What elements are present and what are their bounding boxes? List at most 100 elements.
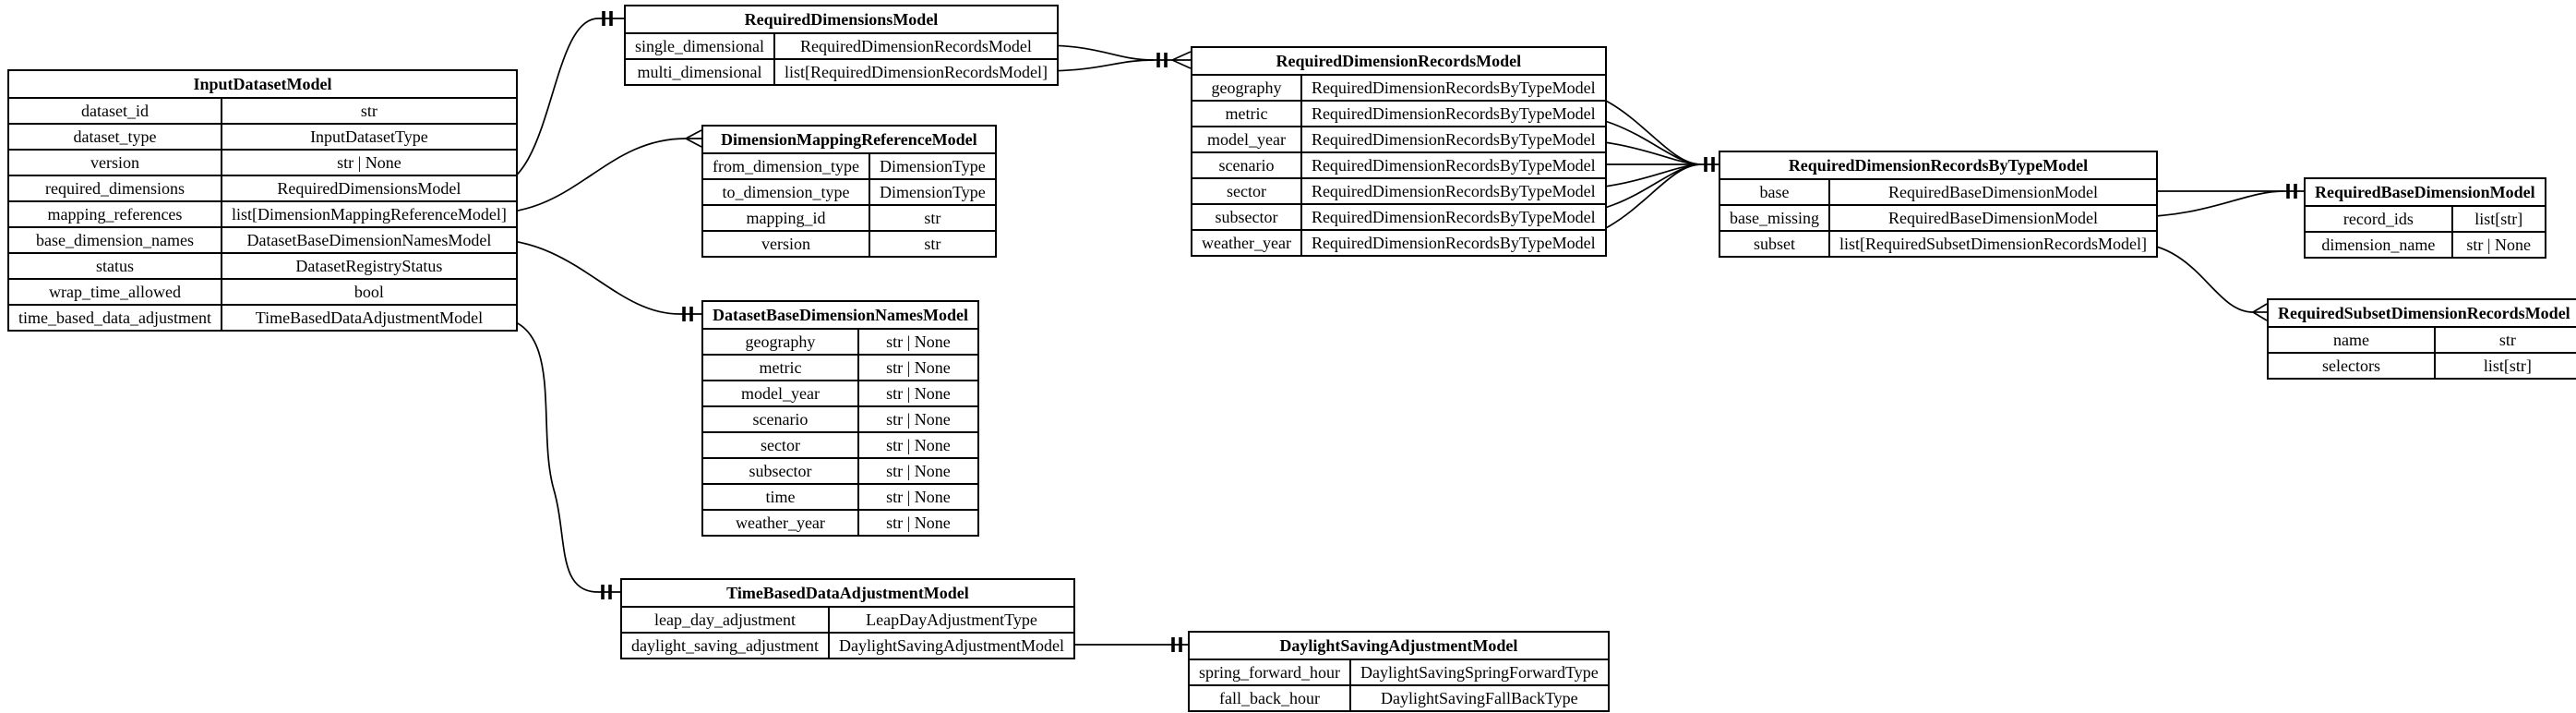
field-type-cell: DimensionType xyxy=(868,178,997,206)
entity-title: DatasetBaseDimensionNamesModel xyxy=(701,300,979,330)
field-name-cell: selectors xyxy=(2266,352,2437,380)
field-name-cell: to_dimension_type xyxy=(701,178,870,206)
edge-time-based-data-adjustment xyxy=(489,316,620,599)
field-type-cell: TimeBasedDataAdjustmentModel xyxy=(220,304,518,332)
field-type-cell: LeapDayAdjustmentType xyxy=(827,606,1075,634)
entity-title: TimeBasedDataAdjustmentModel xyxy=(620,578,1075,608)
field-type-cell: RequiredDimensionRecordsModel xyxy=(773,32,1059,60)
field-name-cell: base_dimension_names xyxy=(7,226,222,254)
entity-required-dimension-records-by-type-model: RequiredDimensionRecordsByTypeModel base… xyxy=(1719,151,2158,258)
field-type-cell: list[RequiredDimensionRecordsModel] xyxy=(773,58,1059,86)
field-name-cell: daylight_saving_adjustment xyxy=(620,632,830,659)
entity-required-dimensions-model: RequiredDimensionsModel single_dimension… xyxy=(624,5,1059,86)
field-type-cell: RequiredDimensionRecordsByTypeModel xyxy=(1300,126,1607,153)
field-type-cell: DaylightSavingFallBackType xyxy=(1348,684,1610,712)
field-type-cell: str xyxy=(2434,326,2576,354)
cardinality-one-marker xyxy=(682,307,693,321)
field-type-cell: RequiredDimensionRecordsByTypeModel xyxy=(1300,203,1607,231)
field-name-cell: geography xyxy=(1191,74,1302,102)
field-name-cell: metric xyxy=(701,354,859,381)
cardinality-one-marker xyxy=(1156,53,1168,67)
field-name-cell: mapping_references xyxy=(7,200,222,228)
field-type-cell: str | None xyxy=(857,431,979,459)
entity-title: InputDatasetModel xyxy=(7,69,518,99)
field-type-cell: str xyxy=(868,204,997,232)
field-name-cell: required_dimensions xyxy=(7,175,222,202)
field-name-cell: dataset_id xyxy=(7,97,222,125)
field-type-cell: RequiredBaseDimensionModel xyxy=(1828,204,2158,232)
field-name-cell: weather_year xyxy=(701,509,859,537)
field-type-cell: str | None xyxy=(857,354,979,381)
cardinality-many-marker xyxy=(685,129,702,148)
field-name-cell: dimension_name xyxy=(2304,231,2453,259)
field-name-cell: fall_back_hour xyxy=(1188,684,1351,712)
entity-title: DimensionMappingReferenceModel xyxy=(701,125,997,154)
field-name-cell: scenario xyxy=(1191,151,1302,179)
field-name-cell: base_missing xyxy=(1719,204,1830,232)
field-type-cell: DaylightSavingSpringForwardType xyxy=(1348,659,1610,686)
entity-title: RequiredDimensionRecordsByTypeModel xyxy=(1719,151,2158,180)
cardinality-one-marker xyxy=(2286,184,2297,199)
field-type-cell: DaylightSavingAdjustmentModel xyxy=(827,632,1075,659)
field-name-cell: mapping_id xyxy=(701,204,870,232)
field-type-cell: list[DimensionMappingReferenceModel] xyxy=(220,200,518,228)
field-name-cell: time_based_data_adjustment xyxy=(7,304,222,332)
cardinality-one-marker xyxy=(1171,637,1182,652)
entity-required-subset-dimension-records-model: RequiredSubsetDimensionRecordsModel name… xyxy=(2266,298,2576,380)
field-name-cell: version xyxy=(7,149,222,176)
field-type-cell: RequiredDimensionRecordsByTypeModel xyxy=(1300,177,1607,205)
field-name-cell: base xyxy=(1719,178,1830,206)
edge-multi-dimensional xyxy=(1039,51,1192,72)
field-type-cell: str | None xyxy=(857,483,979,511)
field-name-cell: name xyxy=(2266,326,2437,354)
edge-single-dimensional xyxy=(1039,44,1172,61)
field-name-cell: single_dimensional xyxy=(624,32,775,60)
entity-title: RequiredBaseDimensionModel xyxy=(2304,177,2546,207)
field-type-cell: InputDatasetType xyxy=(220,123,518,151)
entity-dimension-mapping-reference-model: DimensionMappingReferenceModel from_dime… xyxy=(701,125,997,258)
field-name-cell: sector xyxy=(1191,177,1302,205)
entity-daylight-saving-adjustment-model: DaylightSavingAdjustmentModel spring_for… xyxy=(1188,631,1610,712)
field-type-cell: list[str] xyxy=(2434,352,2576,380)
entity-time-based-data-adjustment-model: TimeBasedDataAdjustmentModel leap_day_ad… xyxy=(620,578,1075,659)
field-name-cell: model_year xyxy=(701,380,859,407)
edge-base-dimension-names xyxy=(489,238,701,321)
field-type-cell: list[RequiredSubsetDimensionRecordsModel… xyxy=(1828,230,2158,258)
field-type-cell: RequiredDimensionRecordsByTypeModel xyxy=(1300,229,1607,257)
field-name-cell: multi_dimensional xyxy=(624,58,775,86)
field-name-cell: sector xyxy=(701,431,859,459)
field-name-cell: weather_year xyxy=(1191,229,1302,257)
field-type-cell: str xyxy=(868,230,997,258)
field-name-cell: dataset_type xyxy=(7,123,222,151)
field-name-cell: status xyxy=(7,252,222,280)
field-type-cell: DatasetBaseDimensionNamesModel xyxy=(220,226,518,254)
field-name-cell: geography xyxy=(701,328,859,356)
